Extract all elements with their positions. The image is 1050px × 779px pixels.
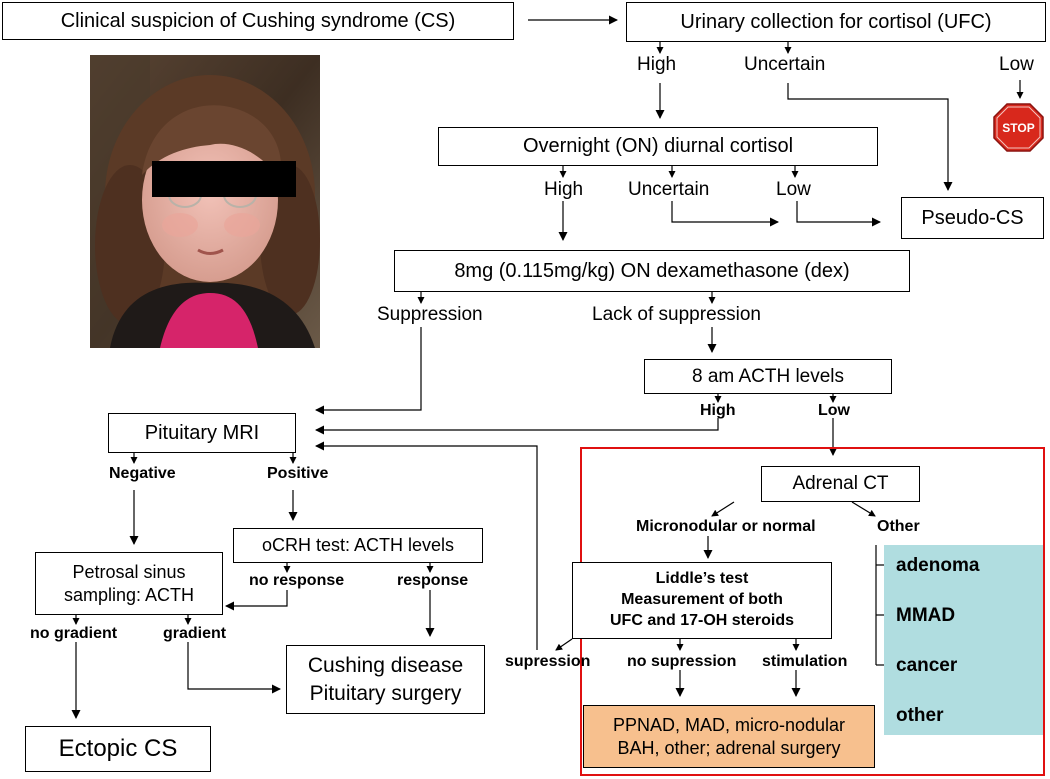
ppnad-line-2: BAH, other; adrenal surgery	[617, 737, 841, 758]
cushing-line-2: Pituitary surgery	[309, 681, 462, 705]
response-label: response	[397, 572, 469, 589]
ppnad-line-1: PPNAD, MAD, micro-nodular	[612, 715, 846, 735]
ufc-box: Urinary collection for cortisol (UFC)	[626, 2, 1046, 42]
no-response-label: no response	[249, 572, 345, 589]
suppression-label: Suppression	[377, 304, 483, 325]
liddle-line-3: UFC and 17-OH steroids	[609, 611, 795, 629]
petrosal-line-2: sampling: ACTH	[63, 584, 195, 605]
liddle-line-1: Liddle’s test	[655, 570, 749, 588]
acth-levels-box: 8 am ACTH levels	[644, 359, 892, 394]
ufc-high-label: High	[637, 54, 677, 75]
pseudo-cs-box: Pseudo-CS	[901, 197, 1044, 239]
gradient-label: gradient	[163, 625, 227, 642]
adrenal-ct-box: Adrenal CT	[761, 466, 920, 502]
petrosal-line-1: Petrosal sinus	[72, 562, 186, 582]
acth-low-label: Low	[818, 402, 850, 419]
other-label: Other	[877, 518, 920, 535]
ufc-low-label: Low	[999, 54, 1034, 75]
on-high-label: High	[544, 179, 584, 200]
cushing-disease-box: Cushing disease Pituitary surgery	[286, 645, 485, 714]
dexamethasone-box: 8mg (0.115mg/kg) ON dexamethasone (dex)	[394, 250, 910, 292]
patient-photo	[90, 55, 320, 348]
petrosal-sinus-box: Petrosal sinus sampling: ACTH	[35, 552, 223, 615]
acth-high-label: High	[700, 402, 736, 419]
no-supression-label: no supression	[627, 653, 737, 670]
patient-photo-image	[90, 55, 320, 348]
cushing-line-1: Cushing disease	[307, 654, 464, 678]
negative-label: Negative	[109, 465, 176, 482]
stop-sign-icon: STOP	[993, 103, 1044, 152]
ufc-uncertain-label: Uncertain	[744, 54, 826, 75]
liddle-test-box: Liddle’s test Measurement of both UFC an…	[572, 562, 832, 639]
ppnad-box: PPNAD, MAD, micro-nodular BAH, other; ad…	[583, 705, 875, 768]
liddle-line-2: Measurement of both	[621, 591, 783, 609]
clinical-suspicion-box: Clinical suspicion of Cushing syndrome (…	[2, 2, 514, 40]
other-other: other	[896, 705, 944, 726]
ocrh-test-box: oCRH test: ACTH levels	[233, 528, 483, 563]
ectopic-cs-box: Ectopic CS	[25, 726, 211, 772]
on-uncertain-label: Uncertain	[628, 179, 710, 200]
overnight-cortisol-box: Overnight (ON) diurnal cortisol	[438, 127, 878, 166]
other-cancer: cancer	[896, 655, 958, 676]
on-low-label: Low	[776, 179, 811, 200]
pituitary-mri-box: Pituitary MRI	[108, 413, 296, 453]
stimulation-label: stimulation	[762, 653, 848, 670]
lack-of-suppression-label: Lack of suppression	[592, 304, 761, 325]
stop-sign-text: STOP	[1002, 121, 1034, 135]
other-mmad: MMAD	[896, 605, 956, 626]
other-adrenal-panel	[884, 545, 1043, 735]
positive-label: Positive	[267, 465, 329, 482]
no-gradient-label: no gradient	[30, 625, 118, 642]
supression-label: supression	[505, 653, 591, 670]
micronodular-label: Micronodular or normal	[636, 518, 816, 535]
other-adenoma: adenoma	[896, 555, 980, 576]
